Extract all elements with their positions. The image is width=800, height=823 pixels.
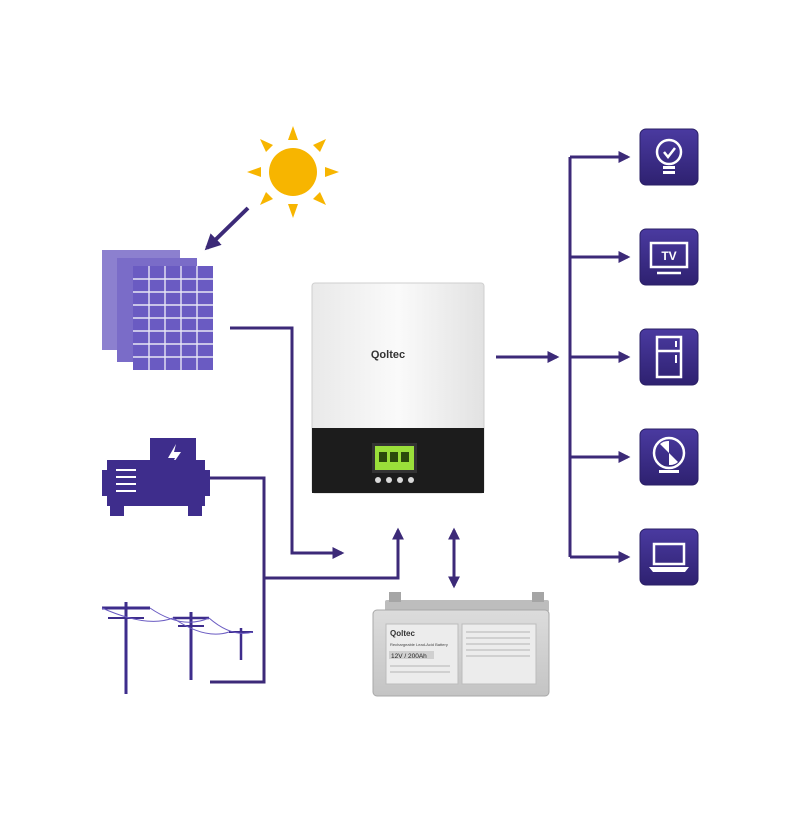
battery-description: Rechargeable Lead-Acid Battery [390, 642, 448, 647]
source-wiring [210, 326, 404, 684]
battery-rating: 12V / 200Ah [391, 653, 427, 660]
laptop-icon [639, 528, 699, 586]
lightbulb-icon [639, 128, 699, 186]
battery-unit: Qoltec Rechargeable Lead-Acid Battery 12… [372, 592, 550, 697]
inverter-buttons [375, 477, 414, 483]
generator-icon [102, 438, 210, 516]
battery-brand: Qoltec [390, 629, 415, 638]
fan-icon [639, 428, 699, 486]
sun-icon [247, 126, 339, 218]
inverter-lcd [372, 443, 417, 473]
power-grid-icon [101, 602, 254, 694]
solar-panels-icon [102, 250, 213, 370]
tv-label: TV [661, 249, 676, 263]
inverter-brand: Qoltec [371, 349, 405, 361]
inverter-unit: Qoltec [311, 282, 485, 494]
load-branches [570, 151, 631, 563]
output-wiring [496, 157, 572, 557]
sun-to-panels-arrow [204, 206, 250, 251]
fridge-icon [639, 328, 699, 386]
tv-icon: TV [639, 228, 699, 286]
